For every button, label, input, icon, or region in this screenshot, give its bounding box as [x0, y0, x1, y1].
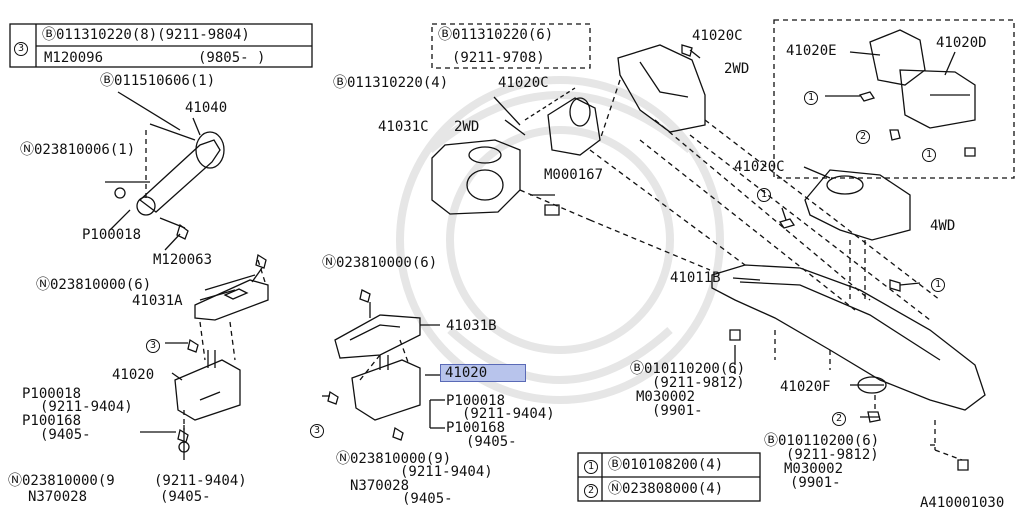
label-41020F: 41020F	[780, 379, 831, 395]
label-M120063: M120063	[153, 252, 213, 268]
ref-3-mid: 3	[310, 422, 326, 438]
label-41020C-mid: 41020C	[498, 75, 549, 91]
label-010110200-6-a: Ⓑ010110200(6)	[630, 361, 746, 377]
label-023810006: Ⓝ023810006(1)	[20, 142, 136, 158]
ref-3-left: 3	[146, 337, 162, 353]
label-2WD-mid: 2WD	[454, 119, 480, 135]
label-023810000-9-mid: Ⓝ023810000(9)	[336, 451, 452, 467]
ref-3-circle: 3	[14, 40, 30, 56]
label-9901-b: (9901-	[790, 475, 841, 491]
label-9211-9404-left: (9211-9404)	[40, 399, 133, 415]
ref-2-a: 2	[856, 128, 872, 144]
ref-2-b: 2	[832, 410, 848, 426]
label-41031C: 41031C	[378, 119, 429, 135]
label-41020E: 41020E	[786, 43, 837, 59]
legend-ref-1: 1	[584, 458, 600, 474]
table-row1-part: Ⓑ011310220(8)(9211-9804)	[42, 27, 250, 43]
label-41011B: 41011B	[670, 270, 721, 286]
label-P100018-mid: P100018	[446, 393, 506, 409]
label-011310220-6: Ⓑ011310220(6)	[438, 27, 554, 43]
label-M000167: M000167	[544, 167, 604, 183]
label-N370028-mid: N370028	[350, 478, 410, 494]
label-9211-9404-left2: (9211-9404)	[154, 473, 247, 489]
label-N370028-left: N370028	[28, 489, 88, 505]
label-9211-9404-mid: (9211-9404)	[462, 406, 555, 422]
ref-1-a: 1	[804, 89, 820, 105]
watermark-emblem	[396, 76, 724, 404]
legend-row2-part: Ⓝ023808000(4)	[608, 481, 724, 497]
label-9405-left: (9405-	[40, 427, 91, 443]
label-9211-9812-a: (9211-9812)	[652, 375, 745, 391]
label-011310220-4: Ⓑ011310220(4)	[333, 75, 449, 91]
label-023810000-6-mid: Ⓝ023810000(6)	[322, 255, 438, 271]
label-41040: 41040	[185, 100, 228, 116]
label-P100018-upper: P100018	[82, 227, 142, 243]
label-41020C-right: 41020C	[734, 159, 785, 175]
table-row2-range: (9805- )	[198, 50, 266, 66]
label-P100168-mid: P100168	[446, 420, 506, 436]
label-41031A: 41031A	[132, 293, 183, 309]
label-41020C-top: 41020C	[692, 28, 743, 44]
label-41020D: 41020D	[936, 35, 987, 51]
label-9405-mid2: (9405-	[402, 491, 453, 507]
label-2WD-right: 2WD	[724, 61, 750, 77]
label-41020-mid-highlight[interactable]: 41020	[440, 364, 527, 382]
ref-1-c: 1	[757, 186, 773, 202]
ref-1-d: 1	[931, 276, 947, 292]
diagram-id: A410001030	[920, 495, 1005, 511]
label-41031B: 41031B	[446, 318, 497, 334]
label-023810000-6-left: Ⓝ023810000(6)	[36, 277, 152, 293]
label-9211-9404-mid2: (9211-9404)	[400, 464, 493, 480]
label-4WD: 4WD	[930, 218, 956, 234]
label-023810000-9-left: Ⓝ023810000(9	[8, 473, 115, 489]
label-M030002-a: M030002	[636, 389, 696, 405]
label-9405-left2: (9405-	[160, 489, 211, 505]
label-9211-9812-b: (9211-9812)	[786, 447, 879, 463]
label-P100018-left: P100018	[22, 386, 82, 402]
ref-1-b: 1	[922, 146, 938, 162]
label-M030002-b: M030002	[784, 461, 844, 477]
label-9901-a: (9901-	[652, 403, 703, 419]
label-011510606: Ⓑ011510606(1)	[100, 73, 216, 89]
label-9405-mid: (9405-	[466, 434, 517, 450]
table-row2-part: M120096	[44, 50, 104, 66]
label-P100168-left: P100168	[22, 413, 82, 429]
label-41020-left: 41020	[112, 367, 155, 383]
legend-ref-2: 2	[584, 482, 600, 498]
legend-row1-part: Ⓑ010108200(4)	[608, 457, 724, 473]
label-9211-9708: (9211-9708)	[452, 50, 545, 66]
label-010110200-6-b: Ⓑ010110200(6)	[764, 433, 880, 449]
